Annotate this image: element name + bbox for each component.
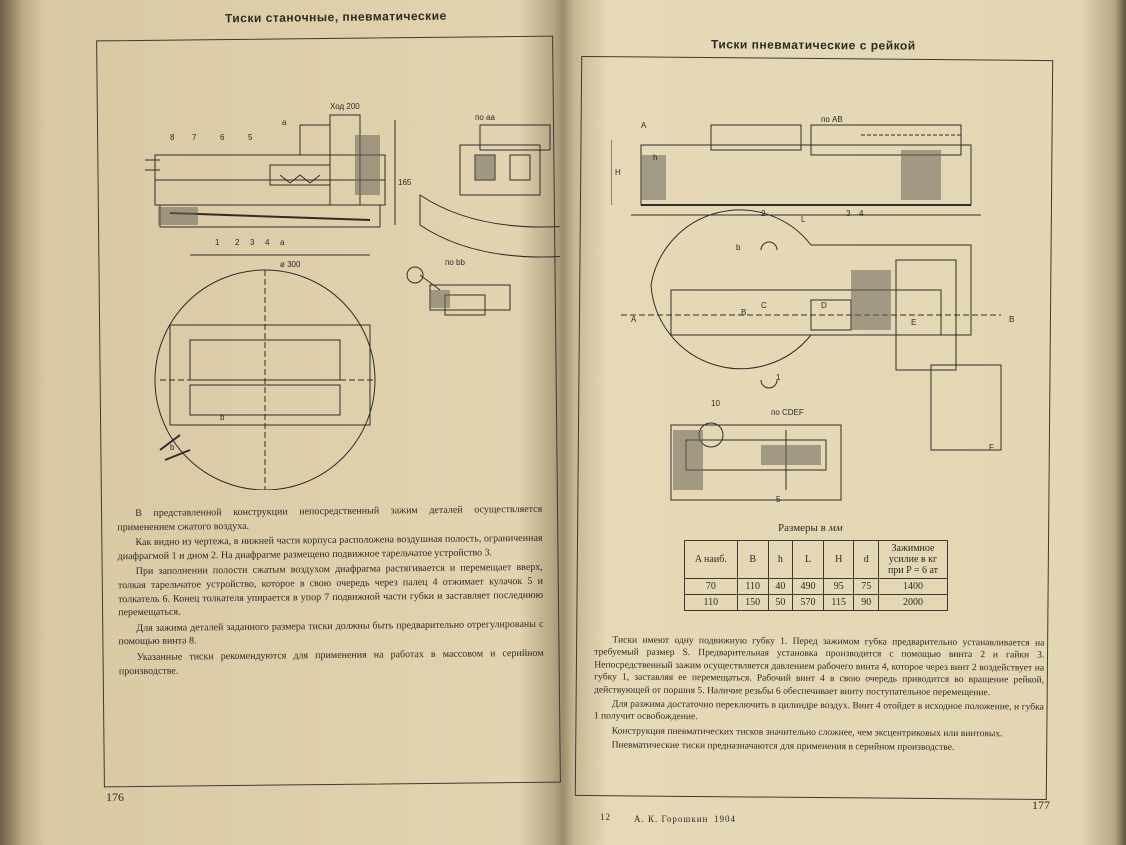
table-cell: 110 [736, 578, 769, 595]
left-body-text: В представленной конструкции непосредств… [117, 503, 544, 681]
dim-letter: A [641, 121, 647, 130]
paragraph: Для зажима деталей заданного размера тис… [118, 618, 544, 648]
table-caption-prefix: Размеры в [778, 522, 826, 534]
paragraph: При заполнении полости сжатым воздухом д… [117, 562, 544, 619]
part-label: a [280, 238, 285, 247]
part-label: 8 [170, 133, 175, 142]
table-header-cell: H [823, 540, 855, 579]
table-header-cell: d [853, 540, 879, 579]
right-page-number: 177 [1032, 798, 1050, 812]
dim-letter: E [911, 318, 916, 327]
label-diameter: ø 300 [280, 260, 301, 269]
left-page-number: 176 [106, 790, 124, 804]
table-cell: 115 [823, 594, 855, 611]
dim-letter: 5 [776, 495, 781, 504]
part-label: 3 [250, 238, 255, 247]
part-label: 5 [248, 133, 253, 142]
dim-letter: D [821, 301, 827, 310]
table-cell: 490 [792, 578, 825, 595]
paragraph: Для разжима достаточно переключить в цил… [593, 698, 1044, 723]
part-label: b [220, 413, 225, 422]
table-row: 110 150 50 570 115 90 2000 [684, 594, 948, 611]
dim-letter: 2 [761, 209, 766, 218]
dim-letter: B [741, 308, 746, 317]
part-label: 7 [192, 133, 197, 142]
part-label: b [170, 443, 175, 452]
part-label: a [282, 118, 287, 127]
dim-letter: 3 [846, 209, 851, 218]
left-technical-drawing: Ход 200 по аа по bb 165 ø 300 8 7 6 5 a … [145, 102, 560, 490]
left-running-head: Тиски станочные, пневматические [224, 8, 447, 26]
table-cell: 40 [767, 578, 794, 595]
label-height: 165 [398, 178, 412, 187]
table-cell: 150 [736, 594, 769, 611]
table-cell: 2000 [878, 594, 948, 611]
dimensions-table: A наиб. B h L H d Зажимное усилие в кг п… [684, 540, 948, 611]
paragraph: Как видно из чертежа, в нижней части кор… [117, 532, 543, 563]
table-caption: Размеры в мм [778, 522, 843, 534]
dim-letter: 4 [859, 209, 864, 218]
label-stroke: Ход 200 [330, 102, 360, 111]
footer-author: А. К. Горошкин [634, 814, 709, 824]
part-label: 4 [265, 238, 270, 247]
table-cell: 95 [823, 578, 855, 595]
table-header-cell: B [736, 540, 769, 579]
right-body-text: Тиски имеют одну подвижную губку 1. Пере… [594, 634, 1045, 757]
paragraph: Тиски имеют одну подвижную губку 1. Пере… [593, 634, 1045, 698]
label-section-bb: по bb [445, 258, 465, 267]
table-cell: 50 [767, 594, 794, 611]
paragraph: Конструкция пневматических тисков значит… [611, 725, 1003, 740]
right-technical-drawing: по АВ по CDEF A A H h B B C D E F L b 2 … [611, 115, 1014, 504]
right-running-head: Тиски пневматические с рейкой [710, 37, 916, 53]
left-page: Тиски станочные, пневматические [30, 0, 561, 845]
part-label: 6 [220, 133, 225, 142]
dim-letter: 1 [776, 373, 781, 382]
dim-letter: A [631, 315, 637, 324]
table-header-cell: A наиб. [684, 540, 738, 579]
dim-letter: B [1009, 315, 1014, 324]
dim-letter: F [989, 443, 994, 452]
dim-letter: b [736, 243, 741, 252]
table-cell: 110 [684, 594, 738, 611]
part-label: 1 [215, 238, 220, 247]
dim-letter: h [653, 153, 657, 162]
dim-letter: C [761, 301, 767, 310]
paragraph: Пневматические тиски предназначаются для… [611, 739, 955, 754]
table-cell: 570 [792, 594, 825, 611]
dim-letter: 10 [711, 399, 720, 408]
table-header-row: A наиб. B h L H d Зажимное усилие в кг п… [684, 540, 948, 579]
dim-letter: H [615, 168, 621, 177]
table-cell: 1400 [878, 578, 948, 595]
footer-year: 1904 [714, 814, 736, 824]
paragraph: В представленной конструкции непосредств… [117, 503, 543, 533]
table-header-cell: Зажимное усилие в кг при P = 6 ат [878, 540, 948, 579]
table-caption-unit: мм [828, 522, 843, 534]
table-cell: 90 [853, 594, 879, 611]
dim-letter: L [801, 215, 806, 224]
table-cell: 75 [853, 578, 879, 595]
table-cell: 70 [684, 578, 738, 595]
table-header-cell: L [792, 540, 825, 579]
table-row: 70 110 40 490 95 75 1400 [684, 578, 948, 595]
table-header-cell: h [767, 540, 794, 579]
paragraph: Указанные тиски рекомендуются для примен… [118, 647, 544, 677]
label-section-aa: по аа [475, 113, 495, 122]
part-label: 2 [235, 238, 240, 247]
footer-number: 12 [600, 812, 611, 822]
label-section-ab: по АВ [821, 115, 843, 124]
right-page: Тиски пневматические с рейкой [556, 0, 1096, 845]
label-section-cdef: по CDEF [771, 408, 804, 417]
